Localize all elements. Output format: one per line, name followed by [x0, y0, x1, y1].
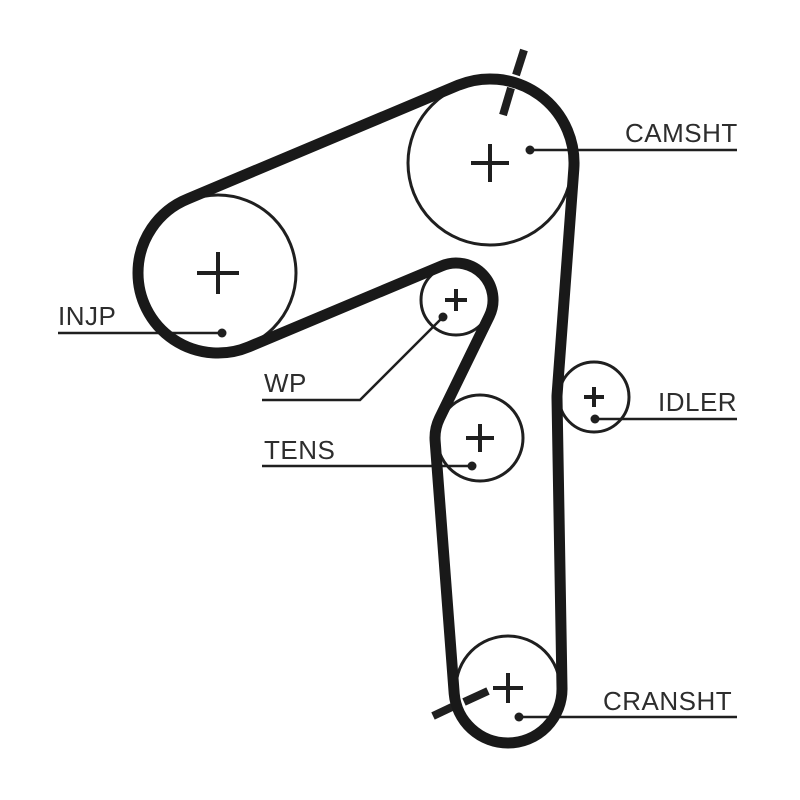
timing-belt	[132, 73, 580, 749]
idler-leader-dot	[590, 414, 600, 424]
camshaft-leader	[525, 145, 737, 155]
idler-leader	[590, 414, 737, 424]
water-pump-leader	[262, 312, 448, 402]
crankshaft-label: CRANSHT	[603, 686, 732, 716]
idler-label: IDLER	[658, 387, 737, 417]
tensioner-center-cross	[466, 424, 494, 452]
injection-pump-label: INJP	[58, 301, 116, 331]
injection-pump-center-cross	[197, 252, 239, 294]
camshaft-leader-dot	[525, 145, 535, 155]
injection-pump-leader	[58, 328, 227, 338]
water-pump-label: WP	[264, 368, 307, 398]
camshaft-label: CAMSHT	[625, 118, 738, 148]
water-pump-leader-dot	[438, 312, 448, 322]
crankshaft-leader-dot	[514, 712, 524, 722]
idler-center-cross	[584, 387, 604, 407]
camshaft-center-cross	[471, 144, 509, 182]
tensioner-leader-dot	[467, 461, 477, 471]
tensioner-label: TENS	[264, 435, 335, 465]
crankshaft-timing-mark	[431, 687, 490, 720]
crankshaft-center-cross	[493, 673, 523, 703]
water-pump-center-cross	[445, 289, 467, 311]
camshaft-timing-mark	[499, 48, 528, 117]
injection-pump-leader-dot	[217, 328, 227, 338]
